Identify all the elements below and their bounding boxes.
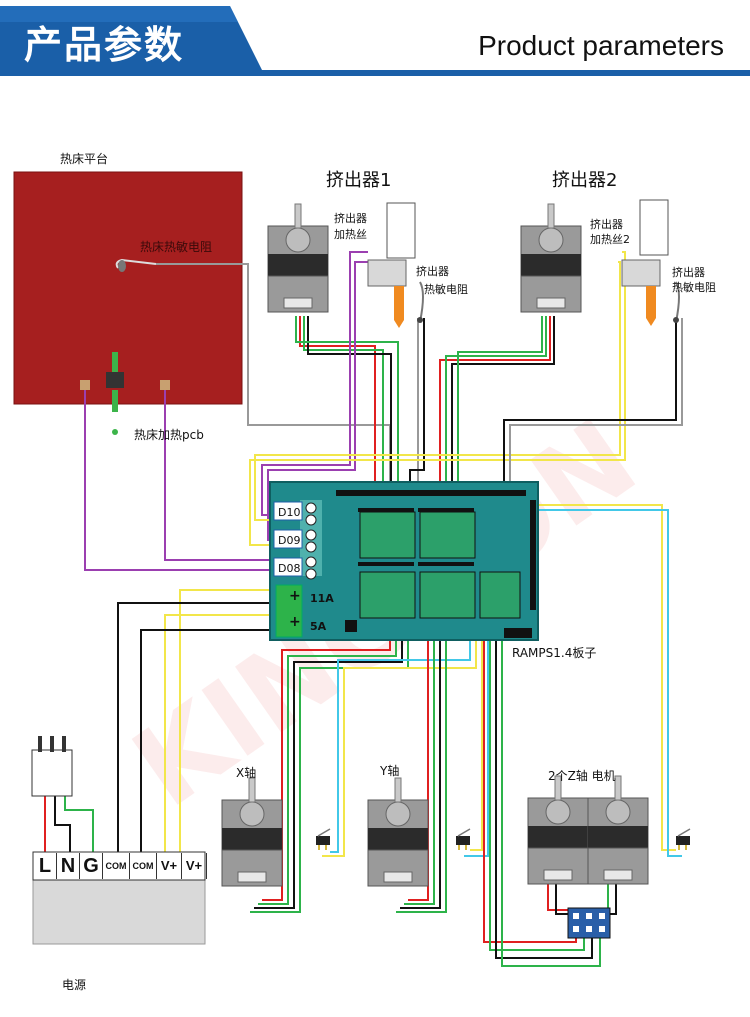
pin-d08: D08: [278, 562, 300, 575]
extruder2-body: [639, 199, 669, 256]
z-parallel-connector: [567, 907, 611, 939]
z-axis-motor-1: [527, 775, 589, 885]
label-heatbed: 热床平台: [60, 152, 109, 166]
pin-d09-box: [273, 529, 303, 549]
label-power: 电源: [62, 978, 87, 992]
label-y-axis: Y轴: [380, 764, 400, 778]
psu-terminal-1: N: [57, 853, 80, 879]
y-axis-motor: [367, 777, 429, 887]
y-endstop-icon: [455, 828, 471, 851]
svg-text:+: +: [289, 588, 301, 604]
extruder2-motor: [520, 203, 582, 313]
psu-terminal-0: L: [34, 853, 57, 879]
label-ex1-therm-b: 热敏电阻: [424, 283, 468, 296]
psu-terminal-5: V+: [157, 853, 182, 879]
psu-terminal-2: G: [80, 853, 103, 879]
label-extruder2: 挤出器2: [552, 170, 618, 191]
psu-terminal-6: V+: [182, 853, 207, 879]
psu-terminal-4: COM: [130, 853, 157, 879]
header-rule: [0, 70, 750, 76]
label-ex2-therm-b: 热敏电阻: [672, 281, 716, 294]
pin-11a: 11A: [310, 592, 334, 605]
pin-5a: 5A: [310, 620, 327, 633]
label-ex2-heater-a: 挤出器: [590, 218, 623, 231]
label-z-axis: 2个Z轴 电机: [548, 769, 616, 783]
power-supply: [32, 879, 206, 945]
heatbed-plate: [13, 171, 243, 405]
label-extruder1: 挤出器1: [326, 170, 392, 191]
label-ex2-heater-b: 加热丝2: [590, 233, 630, 246]
z-axis-motor-2: [587, 775, 649, 885]
x-endstop-icon: [315, 828, 331, 851]
pin-d10: D10: [278, 506, 300, 519]
pin-d10-box: [273, 501, 303, 521]
pin-d08-box: [273, 557, 303, 577]
psu-terminal-3: COM: [103, 853, 130, 879]
header-title-zh: 产品参数: [24, 23, 185, 67]
label-ex1-therm-a: 挤出器: [416, 265, 449, 278]
heatbed-thermistor-icon: [118, 260, 126, 272]
extruder1-body: [386, 202, 416, 259]
header-banner: [0, 0, 750, 78]
heatbed-led-icon: [112, 352, 118, 372]
ramps-board: [269, 481, 539, 641]
label-ex2-therm-a: 挤出器: [672, 266, 705, 279]
header-title-en: Product parameters: [478, 30, 724, 61]
label-ex1-heater-a: 挤出器: [334, 212, 367, 225]
page-header: 产品参数 Product parameters: [0, 0, 750, 78]
pin-d09: D09: [278, 534, 300, 547]
extruder1-motor: [267, 203, 329, 313]
z-endstop-icon: [675, 828, 691, 851]
label-ex1-heater-b: 加热丝: [334, 228, 367, 241]
svg-text:+: +: [289, 614, 301, 630]
label-board: RAMPS1.4板子: [512, 646, 597, 660]
label-x-axis: X轴: [236, 766, 257, 780]
power-plug: [31, 749, 73, 797]
label-heatbed-heater: 热床加热pcb: [134, 428, 204, 442]
label-heatbed-thermistor: 热床热敏电阻: [140, 240, 213, 254]
